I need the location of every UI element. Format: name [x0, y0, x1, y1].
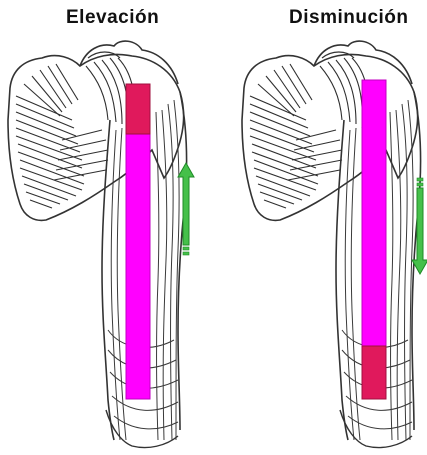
highlight-segment-right — [362, 346, 386, 399]
highlight-segment-left — [126, 84, 150, 134]
right-panel — [242, 41, 427, 447]
arrow-down-icon — [412, 178, 427, 274]
arrow-up-icon — [178, 163, 194, 255]
arm-illustration-left — [8, 41, 187, 447]
left-panel — [8, 41, 194, 447]
arm-illustration-right — [242, 41, 421, 447]
